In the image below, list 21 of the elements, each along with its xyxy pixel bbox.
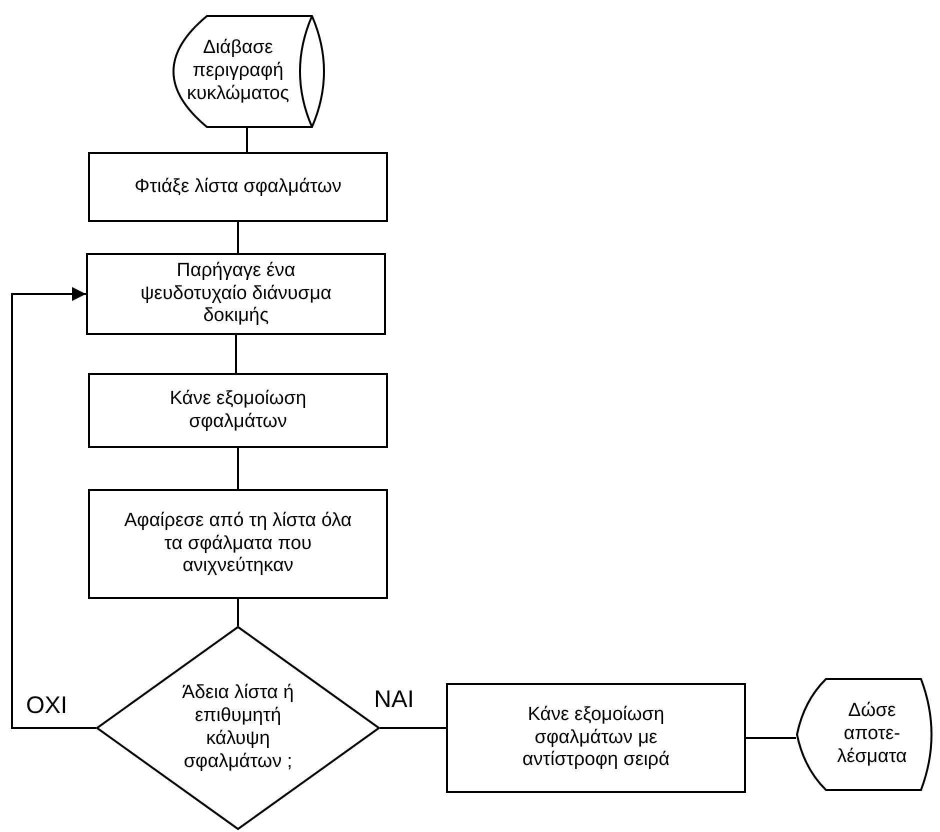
connector-line <box>246 128 248 152</box>
node-text: Κάνε εξομοίωση σφαλμάτων με αντίστροφη σειρά <box>521 704 671 772</box>
node-text: Παρήγαγε ένα ψευδοτυχαίο διάνυσμα δοκιμής <box>139 260 333 328</box>
connector-line <box>380 727 446 729</box>
node-text: Αφαίρεσε από τη λίστα όλα τα σφάλματα που ανιχνεύτηκαν <box>123 510 353 578</box>
arrow <box>11 287 96 729</box>
connector-line <box>237 599 239 626</box>
node-text: Κάνε εξομοίωση σφαλμάτων <box>168 388 308 434</box>
process-box <box>86 253 386 335</box>
process-box <box>88 152 388 222</box>
connector-line <box>235 335 237 373</box>
node-text: Διάβασε περιγραφή κυκλώματος <box>186 37 290 106</box>
connector-line <box>237 448 239 489</box>
connector-line <box>746 737 796 739</box>
node-text: Άδεια λίστα ή επιθυμητή κάλυψη σφαλμάτων ; <box>182 682 294 774</box>
process-box <box>88 489 388 599</box>
node-text: Φτιάξε λίστα σφαλμάτων <box>134 176 342 198</box>
connector-line <box>237 222 239 253</box>
node-text: Δώσε αποτε- λέσματα <box>836 700 908 769</box>
process-box <box>446 683 746 793</box>
process-box <box>88 373 388 448</box>
